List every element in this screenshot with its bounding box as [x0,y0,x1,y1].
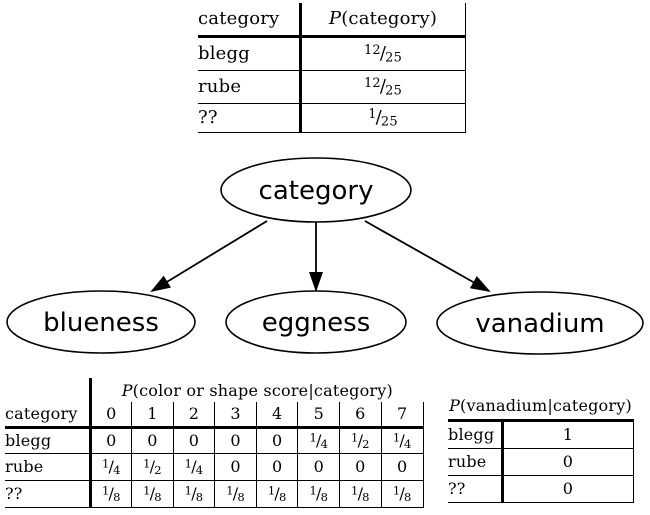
score-header-4: 4 [255,402,298,429]
score-header-2: 2 [172,402,215,429]
category-cell: ?? [448,475,502,503]
score-cell: 1/4 [380,427,424,454]
probability-cell: 0 [500,448,634,476]
vanadium-row-rube: rube 0 [448,448,634,476]
score-cell: 0 [255,453,298,481]
score-cell: 1/4 [88,453,132,481]
score-header-3: 3 [214,402,257,429]
score-cell: 1/4 [172,453,215,481]
score-cell: 1/8 [172,480,215,508]
blueness-node-label: blueness [43,308,159,338]
prior-table: category P(category) blegg 12/25 rube 12… [198,3,466,133]
blueness-node [6,290,196,354]
probability-cell: 12/25 [298,36,466,71]
edge-category-vanadium [364,220,491,292]
score-cell: 0 [297,453,340,481]
score-cell: 1/8 [380,480,424,508]
score-row-rube: rube 1/4 1/2 1/4 0 0 0 0 0 [5,453,424,481]
score-cell: 1/8 [297,480,340,508]
score-header-1: 1 [131,402,174,429]
score-cell: 0 [88,427,132,454]
spacer-cell [5,378,90,402]
score-cell: 0 [380,453,424,481]
category-node-label: category [259,176,374,206]
score-cell: 1/2 [131,453,174,481]
score-header-6: 6 [339,402,382,429]
vanadium-row-unknown: ?? 0 [448,475,634,503]
score-span-header: P(color or shape score|category) [88,378,424,402]
score-cell: 0 [255,427,298,454]
score-header-5: 5 [297,402,340,429]
category-cell: blegg [198,36,300,71]
category-cell: rube [448,448,502,476]
probability-cell: 12/25 [298,70,466,104]
score-cell: 0 [131,427,174,454]
prior-row-rube: rube 12/25 [198,70,466,104]
category-cell: ?? [198,103,300,133]
category-cell: rube [198,70,300,104]
score-header-0: 0 [88,402,132,429]
edge-category-blueness [150,220,268,293]
vanadium-likelihood-table: P(vanadium|category) blegg 1 rube 0 ?? 0 [448,392,634,503]
score-cell: 1/8 [88,480,132,508]
score-cell: 0 [172,427,215,454]
score-cell: 1/8 [214,480,257,508]
score-header-row: category 0 1 2 3 4 5 6 7 [5,402,424,429]
score-cell: 1/8 [255,480,298,508]
score-header-7: 7 [380,402,424,429]
score-cell: 0 [339,453,382,481]
vanadium-node-label: vanadium [475,309,604,339]
score-row-blegg: blegg 0 0 0 0 0 1/4 1/2 1/4 [5,427,424,454]
category-cell: rube [5,453,90,481]
score-col1-header: category [5,402,90,429]
score-likelihood-table: P(color or shape score|category) categor… [5,378,424,508]
score-span-header-row: P(color or shape score|category) [5,378,424,402]
score-cell: 0 [214,427,257,454]
category-cell: blegg [5,427,90,454]
vanadium-header-row: P(vanadium|category) [448,392,633,422]
prior-row-blegg: blegg 12/25 [198,36,466,71]
probability-cell: 0 [500,475,634,503]
eggness-node-label: eggness [262,308,371,338]
prior-row-unknown: ?? 1/25 [198,103,466,133]
vanadium-table-header: P(vanadium|category) [448,392,633,422]
score-row-unknown: ?? 1/8 1/8 1/8 1/8 1/8 1/8 1/8 1/8 [5,480,424,508]
prior-col2-header: P(category) [298,3,466,38]
score-cell: 0 [214,453,257,481]
vanadium-row-blegg: blegg 1 [448,420,634,449]
prior-col1-header: category [198,3,300,38]
probability-cell: 1 [500,420,634,449]
prior-header-row: category P(category) [198,3,466,38]
score-cell: 1/8 [339,480,382,508]
category-cell: blegg [448,420,502,449]
probability-cell: 1/25 [298,103,466,133]
vanadium-node [436,291,644,355]
score-cell: 1/2 [339,427,382,454]
score-cell: 1/8 [131,480,174,508]
score-cell: 1/4 [297,427,340,454]
category-cell: ?? [5,480,90,508]
